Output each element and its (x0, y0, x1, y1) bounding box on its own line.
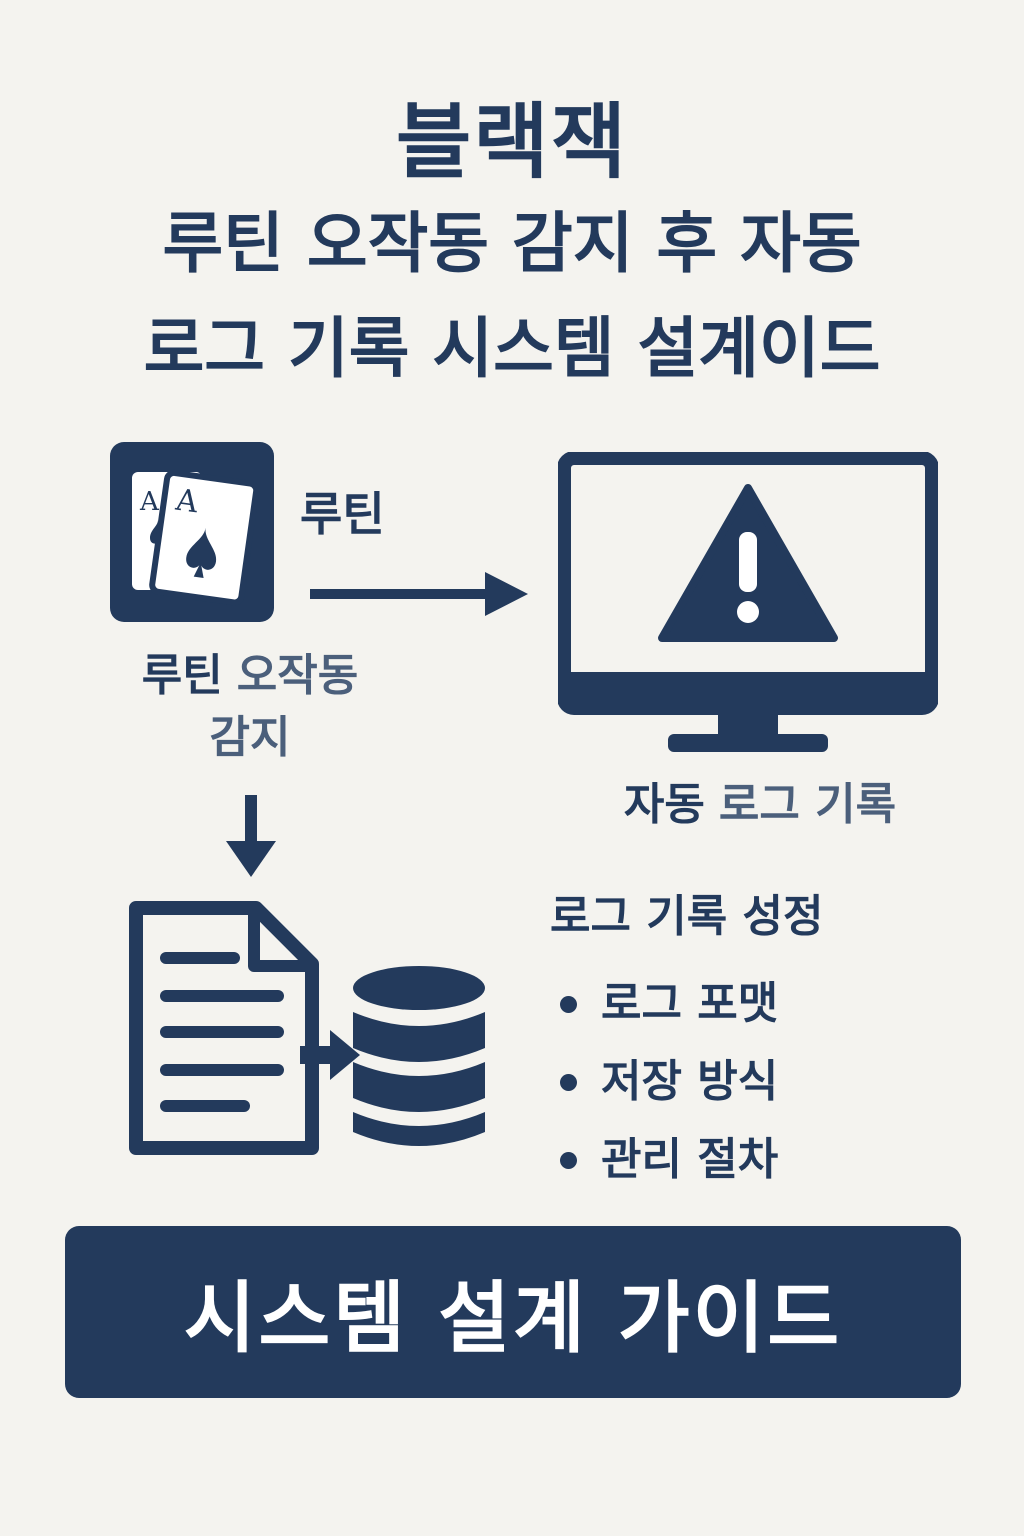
routine-label: 루틴 (300, 487, 385, 541)
list-item: 저장 방식 (560, 1043, 778, 1121)
monitor-warning-icon (558, 452, 938, 752)
auto-log-label-record: 로그 기록 (718, 779, 897, 830)
detection-label-detect: 감지 (209, 712, 291, 763)
log-settings-title: 로그 기록 성정 (550, 891, 824, 942)
auto-log-label-auto: 자동 (623, 779, 705, 830)
arrow-down-icon (226, 795, 276, 877)
detection-label-malfunction: 오작동 (236, 650, 359, 701)
list-item-label: 관리 절차 (601, 1134, 779, 1185)
list-item: 관리 절차 (560, 1121, 778, 1199)
database-icon (353, 966, 485, 1146)
log-settings-list: 로그 포맷 저장 방식 관리 절차 (560, 965, 778, 1199)
detection-label-routine: 루틴 (141, 650, 223, 701)
bullet-icon (560, 1073, 577, 1091)
document-icon (129, 901, 319, 1155)
list-item-label: 로그 포맷 (601, 978, 779, 1029)
card-rank-back: A (139, 487, 160, 517)
banner-text: 시스템 설계 가이드 (183, 1274, 843, 1364)
malfunction-detection-label: 루틴 오작동 감지 (90, 645, 410, 769)
auto-log-label: 자동 로그 기록 (560, 768, 960, 832)
arrow-right-small-icon (300, 1030, 360, 1080)
bullet-icon (560, 995, 577, 1013)
list-item: 로그 포맷 (560, 965, 778, 1043)
guide-banner: 시스템 설계 가이드 (65, 1226, 961, 1398)
subtitle-line-1: 루틴 오작동 감지 후 자동 (162, 205, 862, 282)
bullet-icon (560, 1151, 577, 1169)
playing-cards-icon: A A (110, 442, 274, 622)
list-item-label: 저장 방식 (601, 1056, 779, 1107)
subtitle-line-2: 로그 기록 시스템 설계이드 (143, 310, 881, 387)
page-title: 블랙잭 (395, 95, 629, 190)
arrow-right-icon (310, 572, 528, 616)
card-rank-front: A (173, 482, 201, 520)
